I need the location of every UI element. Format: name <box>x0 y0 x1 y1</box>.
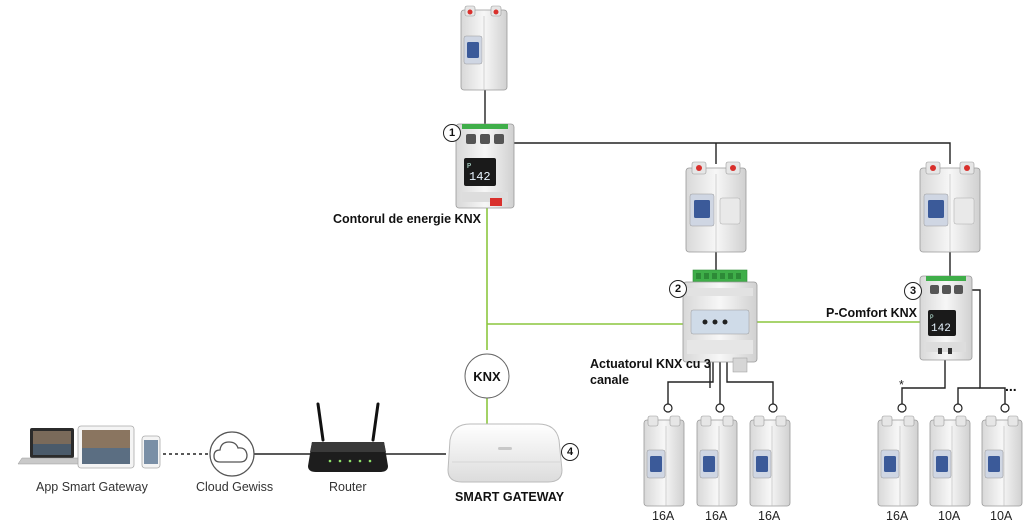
knx-actuator <box>682 269 758 373</box>
breaker-rating-label: 10A <box>990 509 1013 523</box>
rcbo-right <box>919 161 981 253</box>
app-label: App Smart Gateway <box>36 480 148 494</box>
cloud <box>209 431 255 477</box>
actuator-label-text: Actuatorul KNX cu 3 canale <box>590 357 711 387</box>
breaker-row <box>643 403 1023 507</box>
p-comfort: P 142 <box>919 275 973 361</box>
actuator-label: Actuatorul KNX cu 3 canale <box>590 356 718 388</box>
router-label: Router <box>329 480 367 494</box>
power-lines <box>163 84 1006 455</box>
connector-ring <box>953 403 963 413</box>
energy-meter: P 142 <box>455 123 515 209</box>
connector-ring <box>1000 403 1010 413</box>
breaker-rating-label: 16A <box>886 509 909 523</box>
breaker-rating-label: 16A <box>652 509 675 523</box>
more-outputs-ellipsis: ... <box>1005 378 1017 394</box>
connector-ring <box>768 403 778 413</box>
knx-bus-lines <box>486 208 922 428</box>
knx-logo-text: KNX <box>473 369 501 384</box>
mcb-breaker <box>749 415 791 507</box>
mcb-breaker <box>981 415 1023 507</box>
breaker-rating-label: 16A <box>705 509 728 523</box>
app-devices <box>17 425 161 469</box>
mcb-breaker <box>929 415 971 507</box>
badge-actuator: 2 <box>669 280 687 298</box>
mcb-breaker <box>696 415 738 507</box>
svg-text:P: P <box>930 314 934 321</box>
breaker-rating-label: 10A <box>938 509 961 523</box>
badge-p-comfort: 3 <box>904 282 922 300</box>
connector-ring <box>663 403 673 413</box>
smart-gateway-label: SMART GATEWAY <box>455 490 565 504</box>
mcb-breaker <box>877 415 919 507</box>
energy-meter-label: Contorul de energie KNX <box>333 212 481 226</box>
breaker-rating-label: 16A <box>758 509 781 523</box>
badge-smart-gateway: 4 <box>561 443 579 461</box>
connector-ring <box>897 403 907 413</box>
cloud-label: Cloud Gewiss <box>196 480 274 494</box>
meter-display: 142 <box>469 170 491 184</box>
knx-logo: KNX <box>464 353 510 399</box>
badge-energy-meter: 1 <box>443 124 461 142</box>
main-breaker <box>460 5 508 91</box>
svg-text:P: P <box>467 163 471 171</box>
mcb-breaker <box>643 415 685 507</box>
router <box>308 402 388 472</box>
smart-gateway <box>447 423 563 483</box>
p-comfort-label: P-Comfort KNX <box>826 306 917 320</box>
connector-ring <box>715 403 725 413</box>
asterisk-mark: * <box>899 378 904 392</box>
pcomfort-display: 142 <box>931 323 951 335</box>
rcbo-left <box>685 161 747 253</box>
